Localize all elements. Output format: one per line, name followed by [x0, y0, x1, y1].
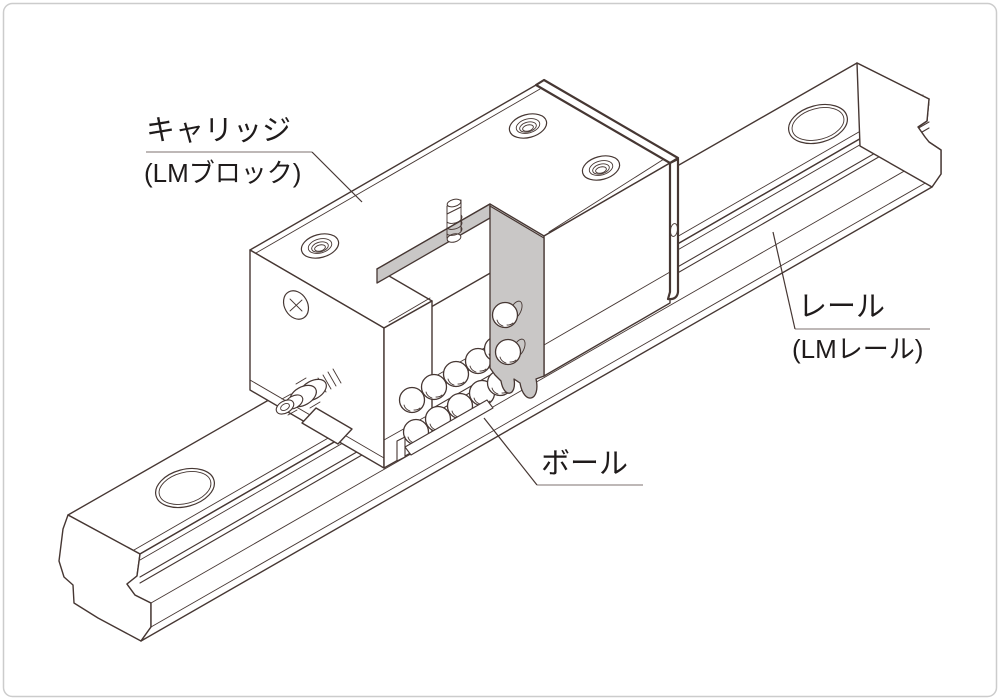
block-mount-hole-far-left	[300, 233, 340, 259]
set-screw	[446, 198, 463, 243]
carriage-leader-line	[311, 151, 363, 203]
ball	[420, 373, 448, 401]
rail-bolt-hole-right	[788, 103, 848, 145]
rail-right-end-face	[856, 62, 942, 188]
grease-nipple	[275, 368, 342, 416]
block-mount-hole-far-right	[508, 113, 548, 139]
rail-leader-line	[772, 231, 796, 330]
ball	[494, 338, 522, 366]
rail-label-text: レール	[798, 291, 885, 323]
label-carriage: キャリッジ (LMブロック)	[144, 115, 363, 203]
carriage-sublabel-text: (LMブロック)	[144, 158, 301, 188]
block-mount-hole-near-right	[581, 155, 621, 181]
ball-leader-line	[483, 417, 538, 486]
ball	[491, 301, 519, 329]
ball-label-text: ボール	[541, 448, 628, 480]
ball	[442, 360, 470, 388]
ball	[398, 386, 426, 414]
label-ball: ボール	[483, 417, 643, 486]
balls-in-section	[491, 300, 526, 366]
ball-retainer-strip	[396, 399, 494, 462]
rail-sublabel-text: (LMレール)	[792, 334, 923, 364]
end-plate-hole	[669, 223, 679, 237]
label-rail: レール (LMレール)	[772, 231, 930, 364]
end-cap-screw	[282, 290, 310, 320]
nipple-bracket	[301, 407, 353, 445]
rail-bolt-hole-left	[155, 467, 215, 509]
carriage-label-text: キャリッジ	[146, 115, 291, 147]
block-end-plate	[534, 78, 680, 301]
